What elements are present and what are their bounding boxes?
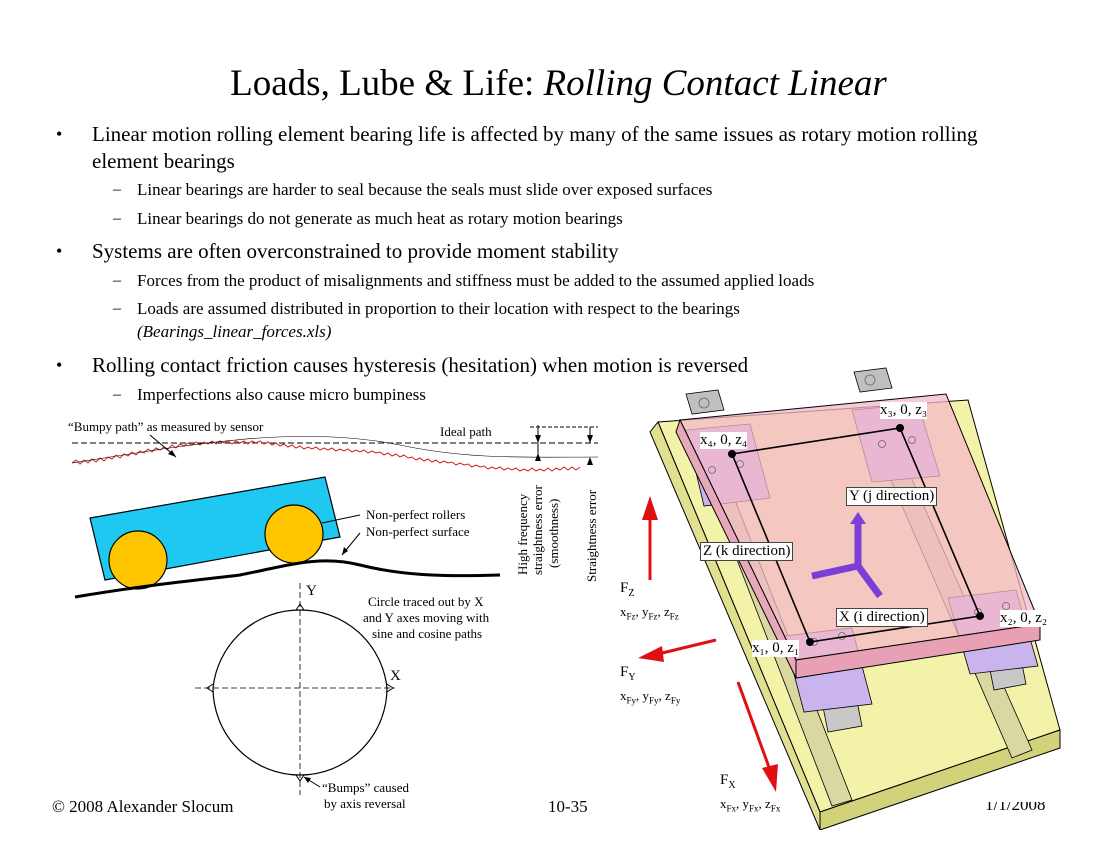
fy-coords: xFy, yFy, zFy [620,688,681,706]
circle-label-3: sine and cosine paths [372,626,483,641]
point-2-label: x₂, 0, z₂ [1000,610,1048,627]
fy-arrowhead [638,646,664,662]
sub-bullet-3-1: Imperfections also cause micro bumpiness [137,385,426,404]
bullet-dot: • [56,355,63,375]
bumps-label-1: “Bumps” caused [322,780,410,795]
x-direction-label: X (i direction) [836,608,928,627]
linear-bearing-diagram [638,367,1061,830]
sub-dash: – [113,181,121,198]
y-axis-label: Y [306,583,317,599]
bullet-3: Rolling contact friction causes hysteres… [92,353,749,377]
fy-label: FY [620,664,636,683]
circle-label-2: and Y axes moving with [363,610,490,625]
roller-left [108,530,168,590]
fx-label: FX [720,772,736,791]
bumps-label-2: by axis reversal [324,796,406,811]
bullet-2: Systems are often overconstrained to pro… [92,239,619,263]
sub-bullet-1-1: Linear bearings are harder to seal becau… [137,180,713,199]
bullet-1: Linear motion rolling element bearing li… [92,122,978,146]
fz-label: FZ [620,580,635,599]
point-1-label: x₁, 0, z₁ [752,640,800,657]
hf-error-label-3: (smoothness) [546,498,561,568]
surface-label: Non-perfect surface [366,524,470,539]
hf-error-label-2: straightness error [530,485,545,575]
z-direction-label: Z (k direction) [700,542,794,561]
sub-dash: – [113,386,121,403]
bumpy-path-diagram [71,425,599,795]
non-perfect-surface [74,559,501,599]
sub-dash: – [113,210,121,227]
bullet-1-cont: element bearings [92,149,235,173]
slide-title: Loads, Lube & Life: Rolling Contact Line… [230,63,887,104]
sub-dash: – [113,272,121,289]
ideal-path-label: Ideal path [440,424,492,439]
rollers-label: Non-perfect rollers [366,507,466,522]
hf-error-label-1: High frequency [515,493,530,575]
footer-date: 1/1/2008 [985,802,1046,812]
sub-bullet-1-2: Linear bearings do not generate as much … [137,209,623,228]
fx-arrowhead [762,764,778,792]
bumpy-path-smooth [71,435,599,464]
footer-page-number: 10-35 [548,797,588,816]
sub-bullet-2-1: Forces from the product of misalignments… [137,271,815,290]
x-axis-label: X [390,668,401,684]
bullet-dot: • [56,124,63,144]
sub-dash: – [113,300,121,317]
fz-arrowhead [642,496,658,520]
y-axis-arrowhead [850,512,866,524]
point-4-label: x₄, 0, z₄ [700,432,748,449]
sub-bullet-2-2: Loads are assumed distributed in proport… [137,299,740,318]
traced-circle [212,609,388,776]
bullet-dot: • [56,241,63,261]
roller-right [264,504,324,564]
fx-coords: xFx, yFx, zFx [720,796,781,814]
fz-coords: xFz, yFz, zFz [620,604,679,622]
bumpy-path-label: “Bumpy path” as measured by sensor [68,419,264,434]
y-direction-label: Y (j direction) [846,487,938,506]
footer-copyright: © 2008 Alexander Slocum [52,797,234,816]
point-3-label: x₃, 0, z₃ [880,402,928,419]
straightness-error-label: Straightness error [584,489,599,582]
sub-bullet-2-2-cont: (Bearings_linear_forces.xls) [137,322,332,341]
bumpy-path-curve [71,440,581,472]
circle-label-1: Circle traced out by X [368,594,484,609]
